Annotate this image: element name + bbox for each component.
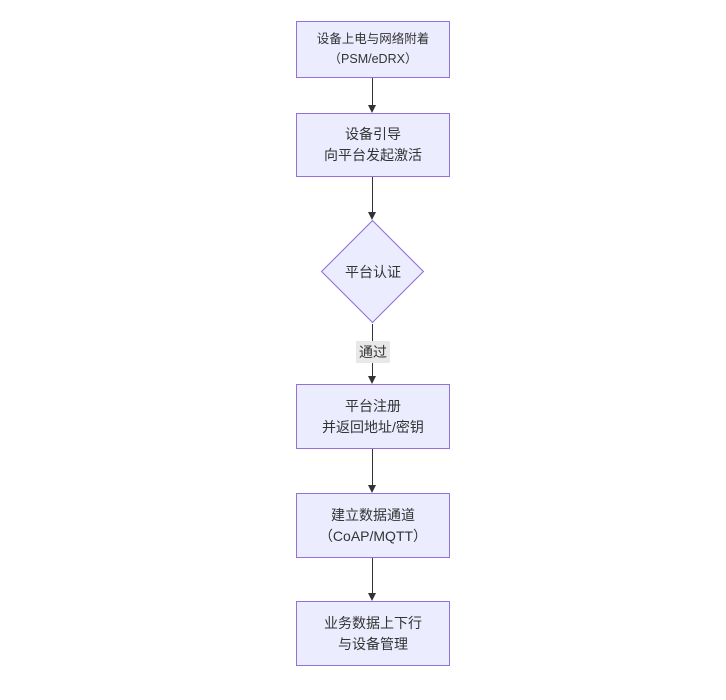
flow-node-device-bootstrap: 设备引导 向平台发起激活 <box>296 113 450 177</box>
flow-node-platform-auth: 平台认证 <box>320 219 425 324</box>
arrow-down-icon <box>368 105 376 113</box>
arrow-down-icon <box>368 376 376 384</box>
node-text-line: （PSM/eDRX） <box>328 51 418 66</box>
arrow-down-icon <box>368 212 376 220</box>
edge-line <box>372 449 373 485</box>
node-text-line: 并返回地址/密钥 <box>322 418 424 435</box>
edge-line <box>372 558 373 593</box>
arrow-down-icon <box>368 593 376 601</box>
node-text-line: 设备引导 <box>345 126 401 142</box>
node-text-line: 设备上电与网络附着 <box>316 32 430 47</box>
node-text-line: 平台注册 <box>345 397 401 414</box>
flow-node-business-data: 业务数据上下行 与设备管理 <box>296 601 450 666</box>
arrow-down-icon <box>368 485 376 493</box>
edge-line <box>372 78 373 105</box>
node-text-line: 建立数据通道 <box>331 506 415 523</box>
node-text-line: 与设备管理 <box>338 635 408 652</box>
node-text-line: 平台认证 <box>345 264 401 280</box>
edge-label-pass: 通过 <box>356 341 390 363</box>
node-text-line: （CoAP/MQTT） <box>318 527 428 544</box>
edge-line <box>372 177 373 212</box>
flow-node-platform-register: 平台注册 并返回地址/密钥 <box>296 384 450 449</box>
node-text-line: 业务数据上下行 <box>324 614 422 631</box>
flow-node-device-power-on: 设备上电与网络附着 （PSM/eDRX） <box>296 21 450 78</box>
node-text-line: 向平台发起激活 <box>324 147 422 163</box>
flow-node-data-channel: 建立数据通道 （CoAP/MQTT） <box>296 493 450 558</box>
